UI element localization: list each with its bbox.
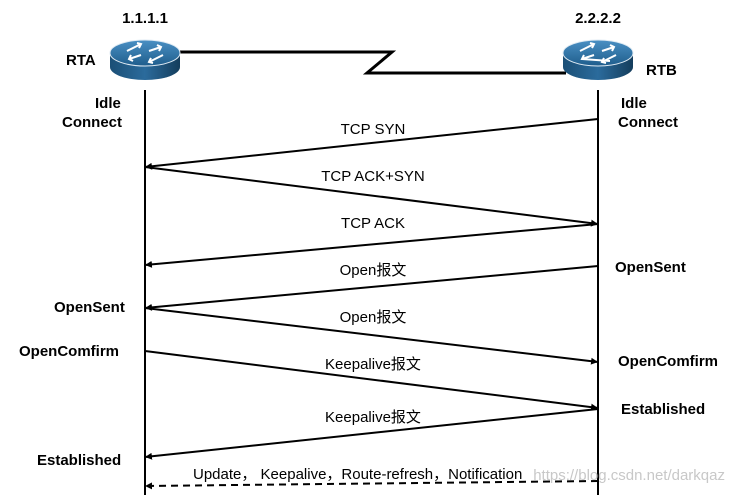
rta-state-opensent: OpenSent: [54, 299, 125, 316]
label-open-1: Open报文: [340, 262, 407, 279]
rta-state-idle: Idle: [95, 95, 121, 112]
rtb-state-opensent: OpenSent: [615, 259, 686, 276]
router-icon: [109, 39, 181, 80]
rta-ip: 1.1.1.1: [122, 10, 168, 27]
arrow-tcp-ack-syn: [144, 166, 599, 227]
arrow-open-2: [144, 307, 599, 365]
rtb-state-established: Established: [621, 401, 705, 418]
arrow-update: [144, 480, 599, 490]
label-open-2: Open报文: [340, 309, 407, 326]
rta-state-openconfirm: OpenComfirm: [19, 343, 119, 360]
router-icon: [562, 39, 634, 80]
arrow-tcp-syn: [144, 118, 599, 170]
label-tcp-ack-syn: TCP ACK+SYN: [321, 168, 425, 185]
rtb-state-openconfirm: OpenComfirm: [618, 353, 718, 370]
rtb-state-connect: Connect: [618, 114, 678, 131]
watermark: https://blog.csdn.net/darkqaz: [533, 467, 725, 484]
serial-link: [180, 50, 566, 75]
label-keepalive-2: Keepalive报文: [325, 409, 421, 426]
label-update: Update， Keepalive，Route-refresh，Notifica…: [193, 466, 522, 483]
label-tcp-ack: TCP ACK: [341, 215, 405, 232]
rtb-name: RTB: [646, 62, 677, 79]
arrow-keepalive-1: [144, 350, 599, 411]
rta-state-connect: Connect: [62, 114, 122, 131]
arrow-tcp-ack: [144, 223, 599, 268]
arrow-open-1: [144, 265, 599, 311]
label-tcp-syn: TCP SYN: [341, 121, 406, 138]
rtb-ip: 2.2.2.2: [575, 10, 621, 27]
rta-name: RTA: [66, 52, 96, 69]
label-keepalive-1: Keepalive报文: [325, 356, 421, 373]
rtb-state-idle: Idle: [621, 95, 647, 112]
rta-state-established: Established: [37, 452, 121, 469]
arrow-keepalive-2: [144, 408, 599, 460]
